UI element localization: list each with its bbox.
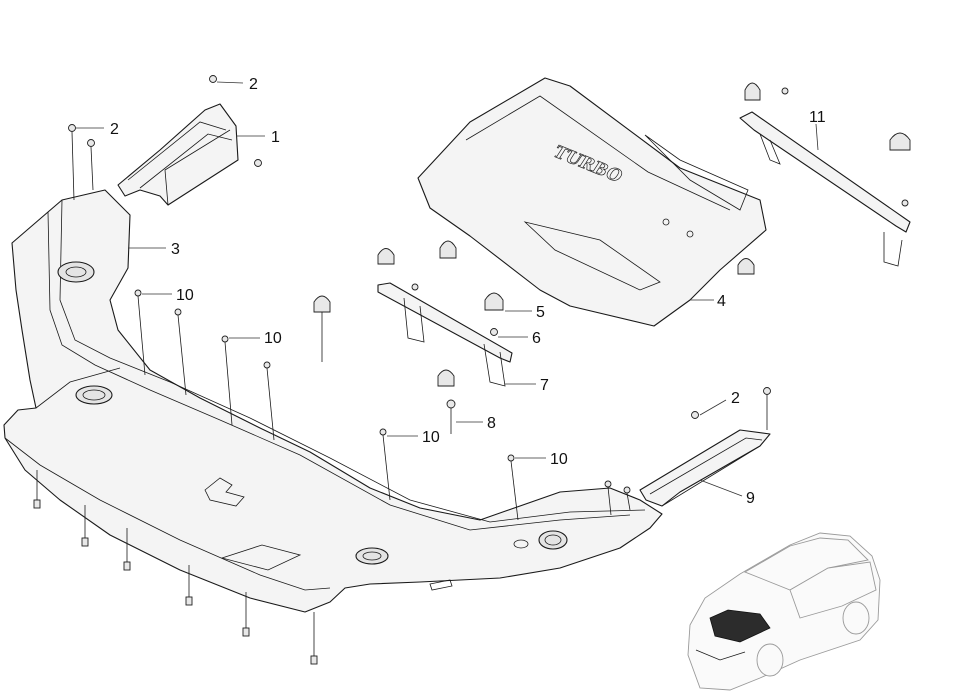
callout-3: 3 [171, 241, 180, 258]
clips-part-10 [134, 289, 631, 521]
callout-labels: 2 1 2 3 10 10 10 10 4 5 6 7 8 2 9 11 [110, 76, 826, 507]
callout-5: 5 [536, 304, 545, 321]
callout-4: 4 [717, 293, 726, 310]
callout-1: 1 [271, 129, 280, 146]
bracket-part-7 [377, 240, 755, 387]
support-bar-part-11 [739, 82, 911, 267]
engine-cover-part-4: TURBO [417, 77, 767, 327]
screws-part-2 [68, 75, 771, 430]
callout-8: 8 [487, 415, 496, 432]
vehicle-location-thumbnail [687, 532, 881, 691]
callout-10-a: 10 [176, 287, 194, 304]
callout-2-right: 2 [731, 390, 740, 407]
bracket-part-1 [117, 103, 262, 206]
callout-6: 6 [532, 330, 541, 347]
cowl-panel-part-3 [3, 189, 663, 665]
callout-7: 7 [540, 377, 549, 394]
callout-10-c: 10 [422, 429, 440, 446]
bump-stop-part-5 [484, 292, 504, 311]
pin-part-8 [446, 399, 456, 434]
bump-stop-loose [313, 295, 455, 387]
callout-10-b: 10 [264, 330, 282, 347]
callout-2-top: 2 [249, 76, 258, 93]
callout-9: 9 [746, 490, 755, 507]
callout-11: 11 [809, 109, 826, 126]
bracket-part-9 [639, 429, 771, 507]
bolt-part-6 [490, 328, 498, 336]
callout-10-d: 10 [550, 451, 568, 468]
callout-2-left: 2 [110, 121, 119, 138]
leader-lines [76, 81, 819, 497]
